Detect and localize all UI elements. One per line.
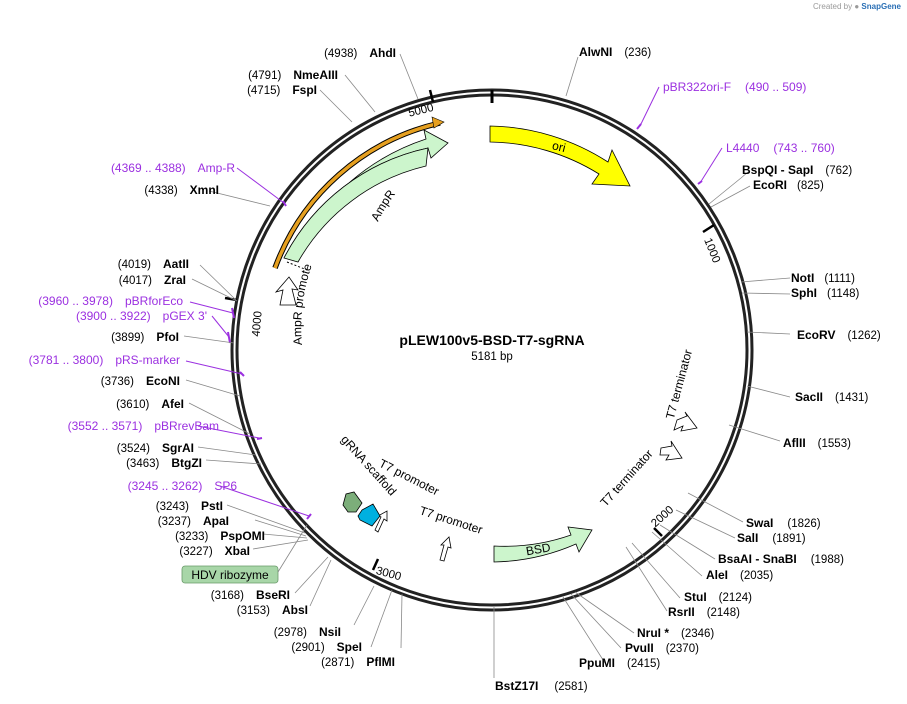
enzyme-aatii: (4019)AatII <box>118 257 189 271</box>
t7-terminator-1-label: T7 terminator <box>663 348 695 421</box>
enzyme-zrai: (4017)ZraI <box>119 273 186 287</box>
enzyme-sali: SalI(1891) <box>737 531 806 545</box>
t7-promoter-cyan-arrow <box>357 503 381 527</box>
enzyme-sacii: SacII(1431) <box>795 390 868 404</box>
enzyme-xbai: (3227)XbaI <box>179 544 250 558</box>
ampr-feature-label: AmpR <box>368 187 398 224</box>
enzyme-pvuii: PvuII(2370) <box>625 641 699 655</box>
primer-pgex-3: (3900 .. 3922)pGEX 3' <box>76 309 207 323</box>
ori-feature-label: ori <box>551 138 567 155</box>
ampr-label-path: AmpR <box>368 187 398 224</box>
enzyme-bsaai-snabi: BsaAI - SnaBI(1988) <box>718 552 844 566</box>
credit-prefix: Created by <box>812 2 853 11</box>
enzyme-labels-left: (2871)PflMI (2901)SpeI (2978)NsiI (3153)… <box>101 46 396 669</box>
primer-pbrforeco: (3960 .. 3978)pBRforEco <box>38 294 183 308</box>
grna-scaffold-arrow <box>342 491 363 513</box>
enzyme-pspomi: (3233)PspOMI <box>175 529 265 543</box>
ampr-outer-arc-fill <box>273 121 441 269</box>
enzyme-btgzi: (3463)BtgZI <box>126 456 202 470</box>
primer-pbr322ori-f: pBR322ori-F(490 .. 509) <box>663 80 806 94</box>
hdv-ribozyme-badge <box>181 565 279 584</box>
primer-l4440: L4440(743 .. 760) <box>726 141 835 155</box>
enzyme-ecori: EcoRI(825) <box>753 178 824 192</box>
snapgene-credit: Created by ● SnapGene <box>813 2 901 11</box>
tick-label-3000: 3000 <box>375 565 403 583</box>
enzyme-fspi: (4715)FspI <box>247 83 317 97</box>
enzyme-nsii: (2978)NsiI <box>274 625 341 639</box>
primer-amp-r: (4369 .. 4388)Amp-R <box>111 161 235 175</box>
enzyme-bspqi-sapi: BspQI - SapI(762) <box>742 163 852 177</box>
enzyme-sgrai: (3524)SgrAI <box>117 441 194 455</box>
t7-promoter-2-open-arrow <box>374 510 388 533</box>
tick-label-2000: 2000 <box>649 504 676 530</box>
enzyme-leaders <box>183 53 791 678</box>
tick-label-5000: 5000 <box>407 102 435 120</box>
backbone-inner-circle <box>235 93 749 607</box>
enzyme-rsrii: RsrII(2148) <box>668 605 740 619</box>
t7-terminator-2-label: T7 terminator <box>598 447 656 509</box>
ampr-outer-arrowhead <box>431 116 445 129</box>
enzyme-psti: (3243)PstI <box>156 499 223 513</box>
enzyme-nrui: NruI *(2346) <box>637 626 714 640</box>
enzyme-spei: (2901)SpeI <box>291 640 362 654</box>
primer-sp6: (3245 .. 3262)SP6 <box>128 479 238 493</box>
t7-promoter-1-label: T7 promoter <box>418 503 484 537</box>
t7-promoter-1-arrow <box>439 536 452 562</box>
enzyme-absi: (3153)AbsI <box>237 603 308 617</box>
enzyme-alwni: AlwNI(236) <box>579 45 651 59</box>
hdv-ribozyme-label: HDV ribozyme <box>191 568 269 582</box>
t7-terminator-1-arrow <box>673 411 698 432</box>
ampr-promoter-arrow <box>274 276 299 306</box>
tick-label-4000: 4000 <box>250 311 264 338</box>
enzyme-xmni: (4338)XmnI <box>144 183 219 197</box>
plasmid-length: 5181 bp <box>471 351 513 363</box>
backbone-outer-circle <box>230 88 754 612</box>
enzyme-pfoi: (3899)PfoI <box>111 330 179 344</box>
primer-prs-marker: (3781 .. 3800)pRS-marker <box>29 353 180 367</box>
primer-pbrrevbam: (3552 .. 3571)pBRrevBam <box>68 419 219 433</box>
bsd-feature-label: BSD <box>525 540 552 558</box>
credit-brand: SnapGene <box>861 2 901 11</box>
primer-labels: pBR322ori-F(490 .. 509) L4440(743 .. 760… <box>29 80 835 493</box>
hdv-leader <box>277 524 308 573</box>
enzyme-ppumi: PpuMI(2415) <box>579 656 660 670</box>
enzyme-econi: (3736)EcoNI <box>101 374 180 388</box>
enzyme-ecorv: EcoRV(1262) <box>797 328 881 342</box>
enzyme-afei: (3610)AfeI <box>116 397 184 411</box>
tick-label-1000: 1000 <box>701 237 722 265</box>
enzyme-aflii: AflII(1553) <box>783 436 851 450</box>
snapgene-logo-icon: ● <box>854 2 860 11</box>
bsd-feature-arrow <box>493 526 593 563</box>
enzyme-labels: AlwNI(236) BspQI - SapI(762) EcoRI(825) … <box>495 45 881 693</box>
enzyme-sphi: SphI(1148) <box>791 286 860 300</box>
enzyme-bstz17i: BstZ17I(2581) <box>495 679 588 693</box>
enzyme-noti: NotI(1111) <box>791 271 855 285</box>
enzyme-stui: StuI(2124) <box>684 590 752 604</box>
primer-leaders <box>185 86 723 517</box>
enzyme-pflmi: (2871)PflMI <box>321 655 395 669</box>
enzyme-swai: SwaI(1826) <box>746 516 821 530</box>
ampr-feature-body <box>283 147 429 263</box>
enzyme-ahdi: (4938)AhdI <box>324 46 396 60</box>
ampr-dashed-divider <box>286 261 308 271</box>
enzyme-nmeaiii: (4791)NmeAIII <box>248 68 338 82</box>
enzyme-beseri: (3168)BseRI <box>211 588 290 602</box>
plasmid-name: pLEW100v5-BSD-T7-sgRNA <box>399 332 584 348</box>
ori-feature-arrow <box>489 125 631 187</box>
enzyme-alei: AleI(2035) <box>706 568 773 582</box>
enzyme-apai: (3237)ApaI <box>158 514 229 528</box>
t7-terminator-2-arrow <box>659 440 683 461</box>
